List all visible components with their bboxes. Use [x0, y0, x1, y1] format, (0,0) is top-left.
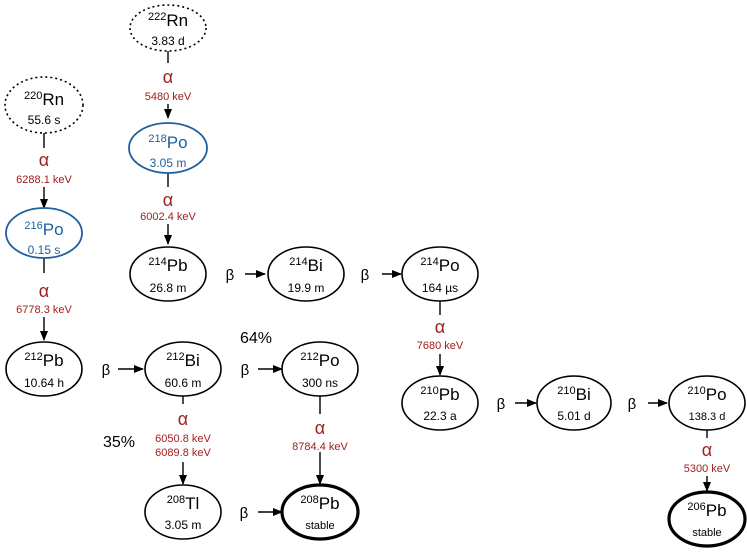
branching-ratios: 64% 35%: [103, 330, 272, 451]
nuclide-pb214: 214Pb 26.8 m: [129, 246, 207, 302]
svg-text:10.64 h: 10.64 h: [24, 376, 64, 390]
svg-text:216Po: 216Po: [24, 220, 63, 239]
nuclide-bi212: 212Bi 60.6 m: [144, 341, 222, 397]
svg-text:300 ns: 300 ns: [302, 376, 338, 390]
svg-text:60.6 m: 60.6 m: [165, 376, 202, 390]
alpha-symbol-po216: α: [39, 281, 49, 301]
nuclide-pb210: 210Pb 22.3 a: [401, 375, 479, 431]
alpha-labels: α 6288.1 keV α 6778.3 keV α 6050.8 keV 6…: [16, 67, 731, 475]
energy-po212-pb208: 8784.4 keV: [292, 441, 348, 453]
svg-text:208Pb: 208Pb: [300, 494, 339, 513]
svg-text:208Tl: 208Tl: [167, 494, 200, 513]
energy-po216-pb212: 6778.3 keV: [16, 304, 72, 316]
svg-text:138.3 d: 138.3 d: [689, 411, 726, 423]
svg-text:stable: stable: [692, 527, 721, 539]
alpha-symbol-rn222: α: [163, 67, 173, 87]
svg-text:210Bi: 210Bi: [557, 385, 590, 404]
nuclide-bi214: 214Bi 19.9 m: [267, 246, 345, 302]
energy-rn220-po216: 6288.1 keV: [16, 174, 72, 186]
alpha-symbol-po218: α: [163, 190, 173, 210]
svg-text:212Bi: 212Bi: [166, 351, 199, 370]
svg-text:3.83 d: 3.83 d: [151, 34, 184, 48]
beta-tl208-pb208: β: [240, 505, 249, 522]
svg-text:210Pb: 210Pb: [420, 385, 459, 404]
nuclide-tl208: 208Tl 3.05 m: [144, 484, 222, 540]
beta-bi210-po210: β: [628, 396, 637, 413]
nuclide-po216: 216Po 0.15 s: [5, 207, 83, 259]
connectors: [40, 50, 711, 516]
alpha-symbol-po210: α: [702, 440, 712, 460]
branch-beta-percent: 64%: [240, 330, 272, 347]
beta-bi214-po214: β: [361, 267, 370, 284]
beta-pb212-bi212: β: [102, 362, 111, 379]
nuclide-rn220: 220Rn 55.6 s: [4, 76, 84, 134]
svg-text:220Rn: 220Rn: [24, 90, 64, 109]
nuclide-po210: 210Po 138.3 d: [668, 375, 746, 431]
energy-po218-pb214: 6002.4 keV: [140, 211, 196, 223]
nuclide-pb206: 206Pb stable: [667, 490, 747, 548]
nuclide-rn222: 222Rn 3.83 d: [129, 4, 207, 52]
svg-text:5.01 d: 5.01 d: [557, 409, 590, 423]
svg-text:19.9 m: 19.9 m: [288, 281, 325, 295]
svg-text:210Po: 210Po: [687, 385, 726, 404]
energy-po214-pb210: 7680 keV: [417, 340, 464, 352]
nuclide-po218: 218Po 3.05 m: [128, 122, 208, 174]
nuclide-pb212: 212Pb 10.64 h: [5, 341, 83, 397]
alpha-symbol-po212: α: [315, 418, 325, 438]
svg-text:212Po: 212Po: [300, 351, 339, 370]
alpha-symbol-bi212: α: [178, 409, 188, 429]
svg-text:3.05 m: 3.05 m: [165, 518, 202, 532]
alpha-symbol-po214: α: [435, 317, 445, 337]
svg-text:206Pb: 206Pb: [687, 501, 726, 520]
svg-text:22.3 a: 22.3 a: [423, 409, 457, 423]
svg-text:stable: stable: [305, 520, 334, 532]
nuclide-po212: 212Po 300 ns: [281, 341, 359, 397]
svg-text:222Rn: 222Rn: [148, 11, 188, 30]
branch-alpha-percent: 35%: [103, 434, 135, 451]
svg-text:26.8 m: 26.8 m: [150, 281, 187, 295]
nuclide-bi210: 210Bi 5.01 d: [536, 375, 612, 431]
energy-rn222-po218: 5480 keV: [145, 91, 192, 103]
svg-text:214Po: 214Po: [420, 256, 459, 275]
svg-text:218Po: 218Po: [148, 133, 187, 152]
svg-text:55.6 s: 55.6 s: [28, 113, 61, 127]
svg-text:214Bi: 214Bi: [289, 256, 322, 275]
svg-text:214Pb: 214Pb: [148, 256, 187, 275]
energy-bi212-tl208-a: 6050.8 keV: [155, 433, 211, 445]
energy-po210-pb206: 5300 keV: [684, 463, 731, 475]
beta-labels: β β β β β β β: [98, 264, 640, 522]
beta-pb214-bi214: β: [226, 267, 235, 284]
alpha-symbol-rn220: α: [39, 150, 49, 170]
beta-pb210-bi210: β: [497, 396, 506, 413]
energy-bi212-tl208-b: 6089.8 keV: [155, 447, 211, 459]
svg-text:3.05 m: 3.05 m: [150, 156, 187, 170]
svg-text:0.15 s: 0.15 s: [28, 243, 61, 257]
nuclide-po214: 214Po 164 µs: [401, 246, 479, 302]
nuclide-pb208: 208Pb stable: [280, 483, 360, 541]
svg-text:164 µs: 164 µs: [422, 281, 458, 295]
svg-text:212Pb: 212Pb: [24, 351, 63, 370]
beta-bi212-po212: β: [241, 362, 250, 379]
